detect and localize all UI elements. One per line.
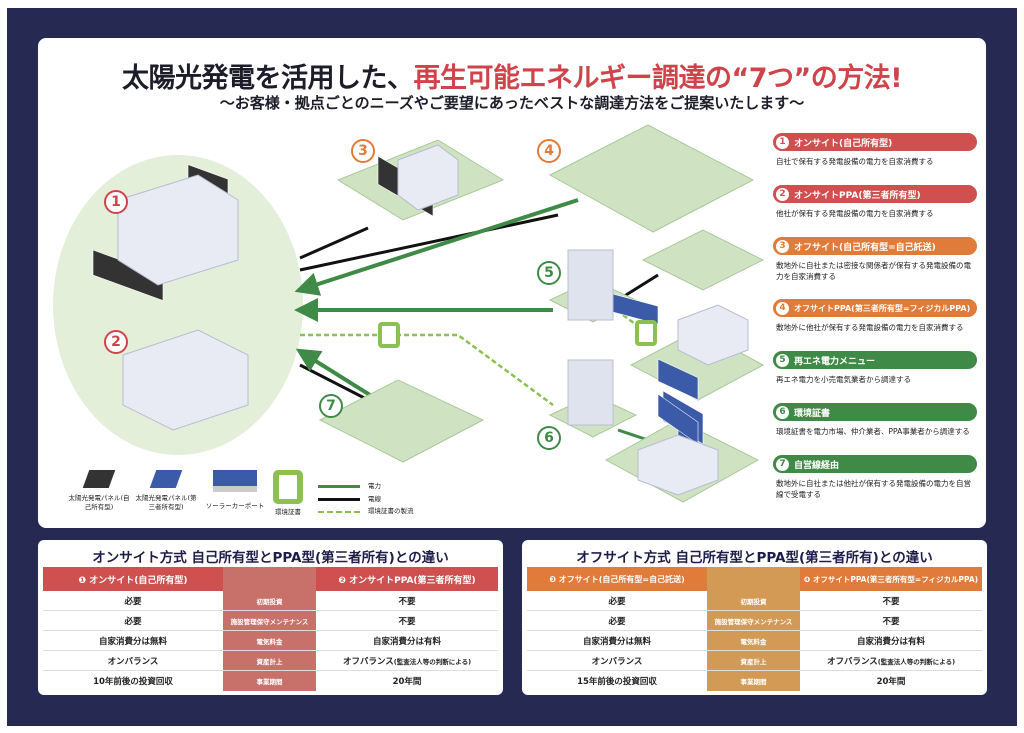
method-number: 2 xyxy=(776,187,789,201)
page-title: 太陽光発電を活用した、再生可能エネルギー調達の“7つ”の方法! xyxy=(0,56,1024,95)
method-number: 3 xyxy=(776,239,789,253)
method-desc: 環境証書を電力市場、仲介業者、PPA事業者から調達する xyxy=(776,427,970,436)
certificate-flow-line xyxy=(300,333,554,407)
buildings xyxy=(117,144,749,496)
legend-panel-own: 太陽光発電パネル(自己所有型) xyxy=(68,470,130,512)
title-main: 太陽光発電を活用した、 xyxy=(121,63,414,94)
method-item: 4 オフサイトPPA(第三者所有型=フィジカルPPA) 敷地外に他社が保有する発電設… xyxy=(773,299,977,333)
table-row: 自家消費分は無料電気料金自家消費分は有料 xyxy=(43,631,498,651)
method-label: 再エネ電力メニュー xyxy=(794,356,876,367)
power-arrow-icon xyxy=(318,485,360,488)
site-4-ground xyxy=(548,124,755,233)
method-number: 1 xyxy=(776,135,789,149)
method-number: 6 xyxy=(776,405,789,419)
certificate-icon xyxy=(273,470,303,504)
column-header: ❹ オフサイトPPA(第三者所有型=フィジカルPPA) xyxy=(800,567,982,591)
table-row: 必要施設管理保守メンテナンス不要 xyxy=(527,611,982,631)
page-subtitle: 〜お客様・拠点ごとのニーズやご要望にあったベストな調達方法をご提案いたします〜 xyxy=(219,94,805,112)
method-number: 7 xyxy=(776,457,789,471)
column-header: ❶ オンサイト(自己所有型) xyxy=(43,567,223,591)
marker-2: 2 xyxy=(104,330,128,354)
method-desc: 他社が保有する発電設備の電力を自家消費する xyxy=(776,209,934,218)
method-item: 1 オンサイト(自己所有型) 自社で保有する発電設備の電力を自家消費する xyxy=(773,133,977,167)
method-item: 7 自営線経由敷地外に自社または他社が保有する発電設備の電力を自営線で受電する xyxy=(773,455,977,500)
solar-panel-own-icon xyxy=(82,470,116,488)
method-desc: 再エネ電力を小売電気業者から調達する xyxy=(776,375,911,384)
marker-1: 1 xyxy=(104,190,128,214)
onsite-comparison-table: オンサイト方式 自己所有型とPPA型(第三者所有)との違い ❶ オンサイト(自己… xyxy=(38,540,503,695)
marker-3: 3 xyxy=(351,139,375,163)
title-highlight: 再生可能エネルギー調達の“7つ”の方法! xyxy=(413,63,903,94)
method-label: オフサイトPPA(第三者所有型=フィジカルPPA) xyxy=(794,303,971,313)
carport-icon xyxy=(213,470,257,492)
table-row: 自家消費分は無料電気料金自家消費分は有料 xyxy=(527,631,982,651)
method-label: オンサイトPPA(第三者所有型) xyxy=(794,190,921,201)
column-header: ❷ オンサイトPPA(第三者所有型) xyxy=(316,567,498,591)
method-desc: 自社で保有する発電設備の電力を自家消費する xyxy=(776,157,934,166)
table-row: 必要施設管理保守メンテナンス不要 xyxy=(43,611,498,631)
wire-lines xyxy=(299,213,659,407)
column-header: ❸ オフサイト(自己所有型=自己託送) xyxy=(527,567,707,591)
marker-7: 7 xyxy=(319,394,343,418)
offsite-comparison-table: オフサイト方式 自己所有型とPPA型(第三者所有)との違い ❸ オフサイト(自己… xyxy=(522,540,987,695)
site-7-ground xyxy=(318,379,485,463)
marker-6: 6 xyxy=(537,426,561,450)
legend-panel-third: 太陽光発電パネル(第三者所有型) xyxy=(135,470,197,512)
table-row: オンバランス資産計上オフバランス(監査法人等の判断による) xyxy=(527,651,982,671)
method-desc: 敷地外に他社が保有する発電設備の電力を自家消費する xyxy=(776,323,964,332)
table-row: 必要初期投資不要 xyxy=(43,591,498,611)
power-arrows xyxy=(294,198,649,442)
method-item: 6 環境証書環境証書を電力市場、仲介業者、PPA事業者から調達する xyxy=(773,403,977,437)
method-desc: 敷地外に自社または他社が保有する発電設備の電力を自営線で受電する xyxy=(776,479,971,499)
marker-4: 4 xyxy=(537,139,561,163)
building-5 xyxy=(567,249,614,321)
solar-panel-third-icon xyxy=(149,470,183,488)
procurement-diagram xyxy=(53,124,765,503)
table-title: オンサイト方式 自己所有型とPPA型(第三者所有)との違い xyxy=(92,550,449,566)
method-label: オンサイト(自己所有型) xyxy=(794,138,893,149)
method-item: 5 再エネ電力メニュー再エネ電力を小売電気業者から調達する xyxy=(773,351,977,385)
legend-carport: ソーラーカーポート xyxy=(200,470,270,511)
table-row: 必要初期投資不要 xyxy=(527,591,982,611)
method-number: 5 xyxy=(776,353,789,367)
method-item: 2 オンサイトPPA(第三者所有型) 他社が保有する発電設備の電力を自家消費する xyxy=(773,185,977,219)
method-label: 自営線経由 xyxy=(794,460,840,471)
method-label: 環境証書 xyxy=(794,408,831,419)
method-desc: 敷地外に自社または密接な関係者が保有する発電設備の電力を自家消費する xyxy=(776,261,971,281)
method-number: 4 xyxy=(776,301,789,315)
legend-lines: 電力 電線 環境証書の製流 xyxy=(318,481,428,517)
table-row: オンバランス資産計上オフバランス(監査法人等の判断による) xyxy=(43,651,498,671)
marker-5: 5 xyxy=(537,261,561,285)
building-6 xyxy=(567,359,614,426)
method-label: オフサイト(自己所有型=自己託送) xyxy=(794,242,936,253)
cert-flow-line-icon xyxy=(318,510,360,513)
wire-line-icon xyxy=(318,497,360,501)
table-title: オフサイト方式 自己所有型とPPA型(第三者所有)との違い xyxy=(576,550,933,566)
method-item: 3 オフサイト(自己所有型=自己託送) 敷地外に自社または密接な関係者が保有する発電… xyxy=(773,237,977,282)
legend-certificate: 環境証書 xyxy=(268,470,308,517)
